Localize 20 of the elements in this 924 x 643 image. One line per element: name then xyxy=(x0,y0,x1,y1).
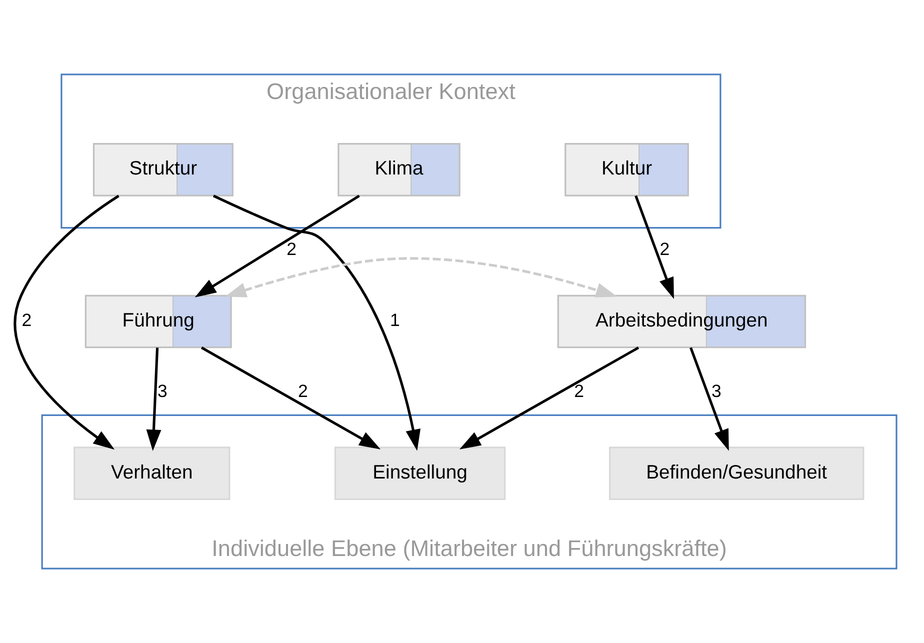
edge-label: 2 xyxy=(22,310,32,330)
arrow xyxy=(224,257,618,298)
arrow xyxy=(194,194,360,298)
arrow xyxy=(14,194,120,450)
edge-label: 2 xyxy=(574,381,584,402)
edge-label: 3 xyxy=(711,381,722,402)
node-box: Verhalten xyxy=(74,446,230,500)
edge-label: 1 xyxy=(390,310,400,330)
edge-label: 3 xyxy=(157,381,168,402)
arrow xyxy=(200,346,381,450)
arrow xyxy=(146,348,162,452)
arrow xyxy=(459,346,640,450)
edge-label: 2 xyxy=(286,238,297,259)
arrow xyxy=(634,195,674,299)
edge-label: 2 xyxy=(298,381,308,402)
node-box: Einstellung xyxy=(334,446,506,500)
edge-label: 2 xyxy=(660,238,670,259)
arrow xyxy=(212,194,421,451)
node-box: Befinden/Gesundheit xyxy=(609,446,864,500)
arrow xyxy=(690,347,729,451)
